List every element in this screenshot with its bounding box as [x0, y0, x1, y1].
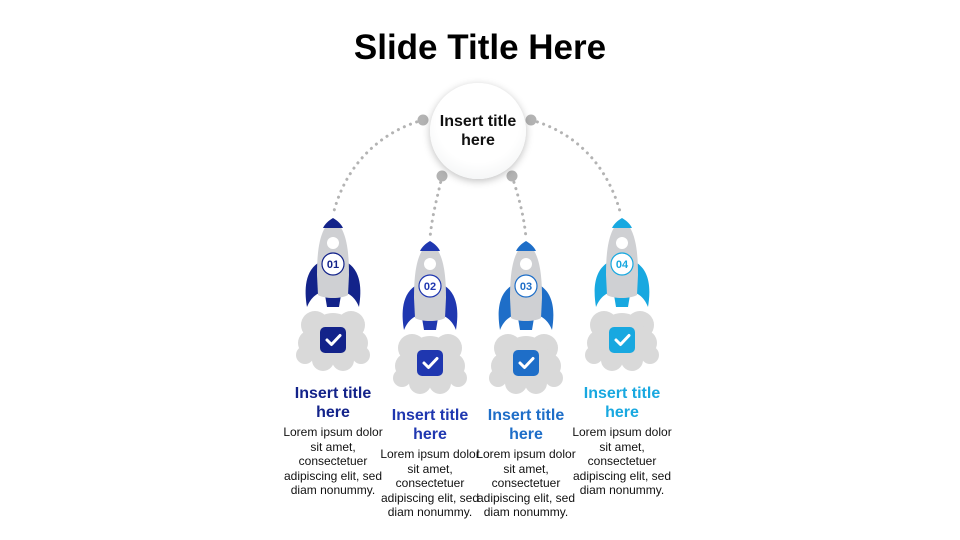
item-3-body: Lorem ipsum dolor sit amet, consectetuer…: [476, 447, 576, 519]
item-3-title: Insert title here: [487, 407, 565, 443]
check-icon: [422, 357, 439, 369]
item-2-body: Lorem ipsum dolor sit amet, consectetuer…: [380, 447, 480, 519]
item-4-label: Insert title here Lorem ipsum dolor sit …: [572, 384, 672, 498]
connector-dot-4: [525, 114, 537, 126]
connector-dot-3: [506, 170, 518, 182]
rocket-nose: [516, 241, 536, 251]
connector-dot-2: [436, 170, 448, 182]
connector-4: [529, 118, 623, 217]
rocket-3: 03: [489, 241, 563, 394]
connector-3: [510, 174, 528, 240]
connector-dot-1: [417, 114, 429, 126]
rocket-nose: [612, 218, 632, 228]
check-box-4: [609, 327, 635, 353]
rocket-number-2: 02: [424, 281, 436, 293]
check-box-1: [320, 327, 346, 353]
hub-title: Insert title here: [439, 113, 517, 149]
rocket-window: [616, 237, 628, 249]
rocket-flame: [518, 318, 534, 330]
check-icon: [518, 357, 535, 369]
item-1-body: Lorem ipsum dolor sit amet, consectetuer…: [283, 425, 383, 497]
rocket-window: [424, 258, 436, 270]
connector-1: [331, 118, 425, 217]
rocket-1: 01: [296, 218, 370, 371]
item-3-label: Insert title here Lorem ipsum dolor sit …: [476, 406, 576, 520]
rocket-4: 04: [585, 218, 659, 371]
rocket-flame: [614, 295, 630, 307]
item-1-label: Insert title here Lorem ipsum dolor sit …: [283, 384, 383, 498]
item-2-label: Insert title here Lorem ipsum dolor sit …: [380, 406, 480, 520]
rocket-2: 02: [393, 241, 467, 394]
rocket-nose: [323, 218, 343, 228]
smoke-cloud-icon: [296, 311, 370, 371]
item-2-title: Insert title here: [391, 407, 469, 443]
check-icon: [325, 334, 342, 346]
rocket-number-3: 03: [520, 281, 532, 293]
item-1-title: Insert title here: [294, 385, 372, 421]
rocket-number-1: 01: [327, 259, 339, 271]
hub-circle: Insert title here: [430, 83, 526, 179]
rocket-window: [520, 258, 532, 270]
rocket-flame: [422, 318, 438, 330]
check-box-3: [513, 350, 539, 376]
rocket-flame: [325, 295, 341, 307]
check-icon: [614, 334, 631, 346]
connector-2: [428, 174, 444, 240]
item-4-title: Insert title here: [583, 385, 661, 421]
rocket-number-4: 04: [616, 259, 629, 271]
check-box-2: [417, 350, 443, 376]
rocket-window: [327, 237, 339, 249]
slide-title: Slide Title Here: [353, 28, 607, 67]
rocket-nose: [420, 241, 440, 251]
item-4-body: Lorem ipsum dolor sit amet, consectetuer…: [572, 425, 672, 497]
